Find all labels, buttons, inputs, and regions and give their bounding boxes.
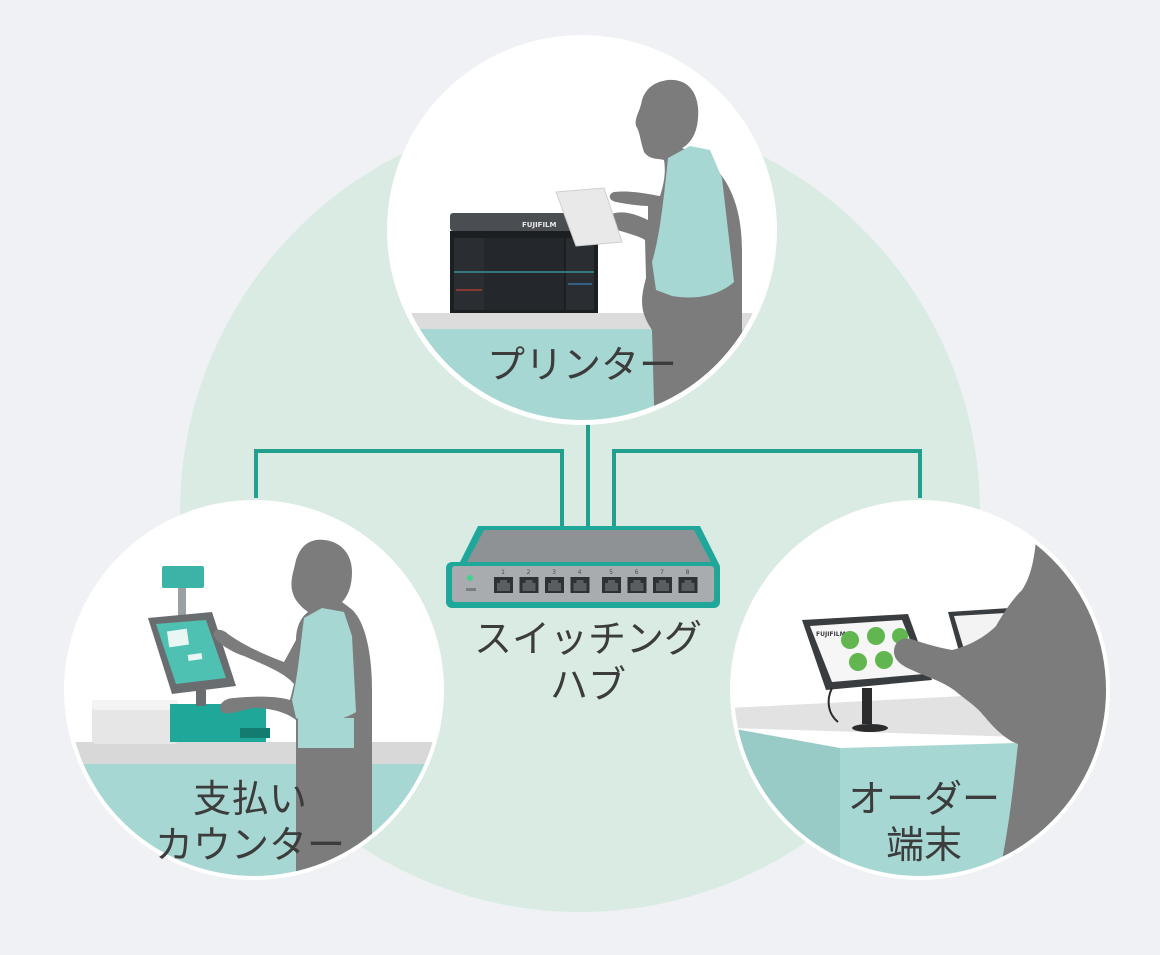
hub-port-7: 7 <box>653 569 672 593</box>
hub-status-led <box>467 575 473 581</box>
counter-label-line2: カウンター <box>154 823 345 867</box>
hub-top <box>466 530 712 564</box>
hub-port-number: 8 <box>686 569 690 576</box>
hub-port-1: 1 <box>494 569 513 593</box>
hub-port-number: 5 <box>609 569 613 576</box>
printer-machine: FUJIFILM <box>450 213 598 313</box>
connection-lines <box>254 425 922 528</box>
switching-hub <box>446 526 720 608</box>
printer-label: プリンター <box>486 343 677 387</box>
hub-port-5: 5 <box>602 569 621 593</box>
customer-display <box>162 566 204 588</box>
order-label-line1: オーダー <box>847 777 1000 821</box>
order-tablet-main: FUJIFILM <box>802 614 932 732</box>
counter-label: 支払い カウンター <box>150 776 350 868</box>
link-counter-hub <box>254 449 564 528</box>
hub-port-number: 7 <box>660 569 664 576</box>
hub-label: スイッチング ハブ <box>460 616 716 708</box>
link-order-hub <box>612 449 922 528</box>
hub-port-8: 8 <box>678 569 698 593</box>
hub-port-3: 3 <box>545 569 564 593</box>
paper-sheet <box>555 187 623 247</box>
counter-top <box>68 742 440 764</box>
hub-ports: 1 2 3 4 5 6 7 8 <box>494 569 698 593</box>
hub-port-number: 3 <box>552 569 556 576</box>
counter-label-line1: 支払い <box>192 777 307 821</box>
hub-port-number: 1 <box>501 569 505 576</box>
hub-label-line1: スイッチング <box>473 617 702 661</box>
order-brand-logo: FUJIFILM <box>816 631 846 638</box>
hub-port-number: 2 <box>527 569 531 576</box>
order-label: オーダー 端末 <box>824 776 1024 868</box>
order-label-line2: 端末 <box>885 823 962 867</box>
printer-node: FUJIFILM <box>387 35 777 425</box>
hub-port-number: 6 <box>635 569 639 576</box>
hub-label-line2: ハブ <box>549 663 626 707</box>
order-node: FUJIFILM <box>730 500 1110 880</box>
counter-staff-silhouette <box>213 539 372 876</box>
printer-brand-logo: FUJIFILM <box>522 221 557 229</box>
hub-port-number: 4 <box>578 569 582 576</box>
hub-port-4: 4 <box>570 569 590 593</box>
cash-drawer <box>92 704 178 744</box>
hub-port-2: 2 <box>519 569 539 593</box>
hub-port-6: 6 <box>627 569 647 593</box>
